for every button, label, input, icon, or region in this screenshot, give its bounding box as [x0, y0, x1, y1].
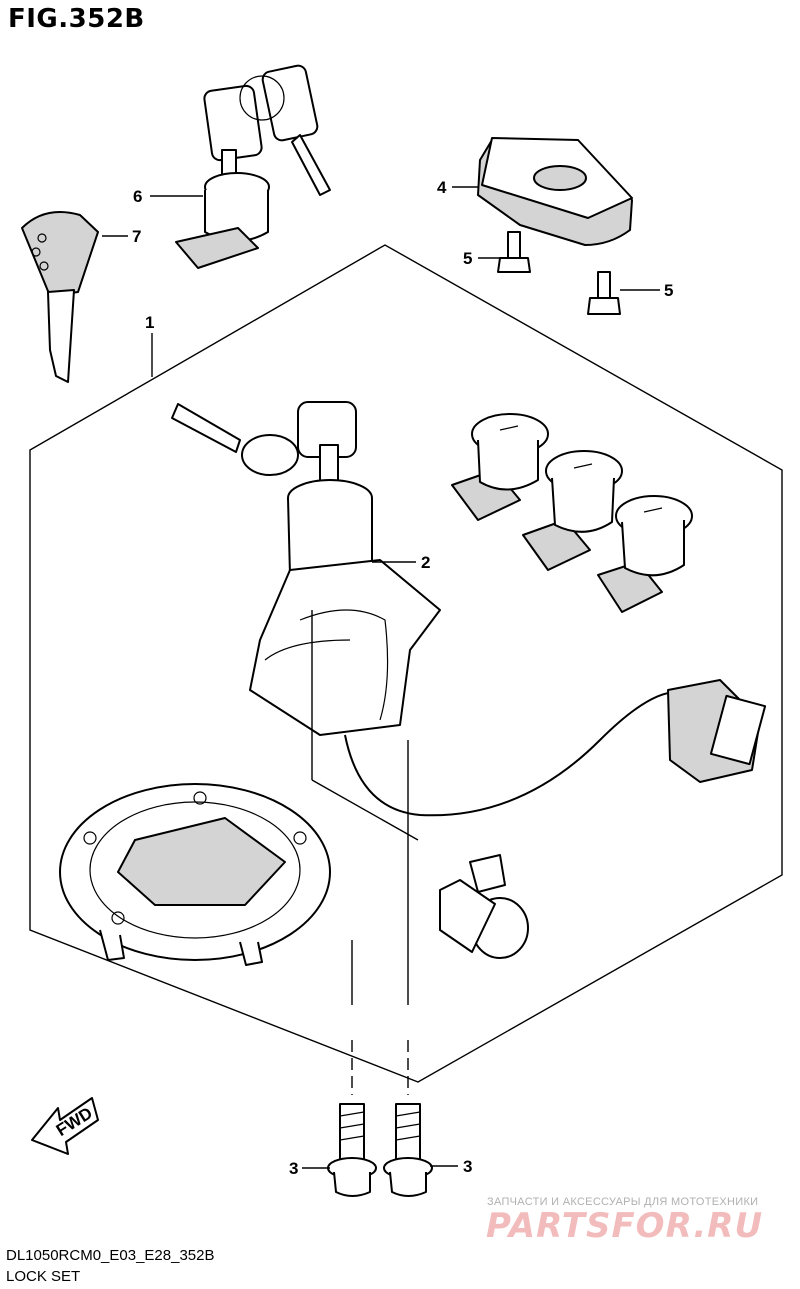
wire-harness: [344, 679, 767, 817]
ignition-switch-part-2: [171, 401, 441, 736]
seat-lock-key-part-6: [175, 64, 331, 269]
cover-cap-part-4: [477, 137, 633, 246]
lock-cylinder-lower: [597, 495, 693, 613]
callout-6: 6: [133, 187, 142, 206]
leader-frame-diagonal: [311, 779, 419, 841]
bolt-part-3-left: [327, 1103, 377, 1197]
fuel-cap: [59, 783, 331, 966]
watermark-logo: PARTSFOR.RU: [486, 1206, 764, 1246]
ignition-key-part-7: [21, 211, 99, 383]
callout-5-right: 5: [664, 281, 673, 300]
bolt-part-5-right: [587, 271, 621, 315]
figure-title: FIG.352B: [8, 4, 145, 34]
watermark-tagline: ЗАПЧАСТИ И АКСЕССУАРЫ ДЛЯ МОТОТЕХНИКИ: [487, 1196, 759, 1208]
group-name: LOCK SET: [6, 1268, 81, 1285]
lock-cylinder-middle: [522, 450, 623, 571]
callout-2: 2: [421, 553, 430, 572]
model-code: DL1050RCM0_E03_E28_352B: [6, 1247, 215, 1264]
callout-1: 1: [145, 313, 154, 332]
bolt-part-5-left: [497, 231, 531, 273]
callout-5-left: 5: [463, 249, 472, 268]
small-lock-cylinder: [439, 854, 529, 959]
lock-cylinder-upper: [451, 413, 549, 521]
callout-3-right: 3: [463, 1157, 472, 1176]
forward-direction-arrow-icon: FWD: [31, 1097, 99, 1155]
callout-7: 7: [132, 227, 141, 246]
assembly-boundary: [29, 244, 783, 1083]
callout-3-left: 3: [289, 1159, 298, 1178]
callout-4: 4: [437, 178, 447, 197]
bolt-part-3-right: [383, 1103, 433, 1197]
